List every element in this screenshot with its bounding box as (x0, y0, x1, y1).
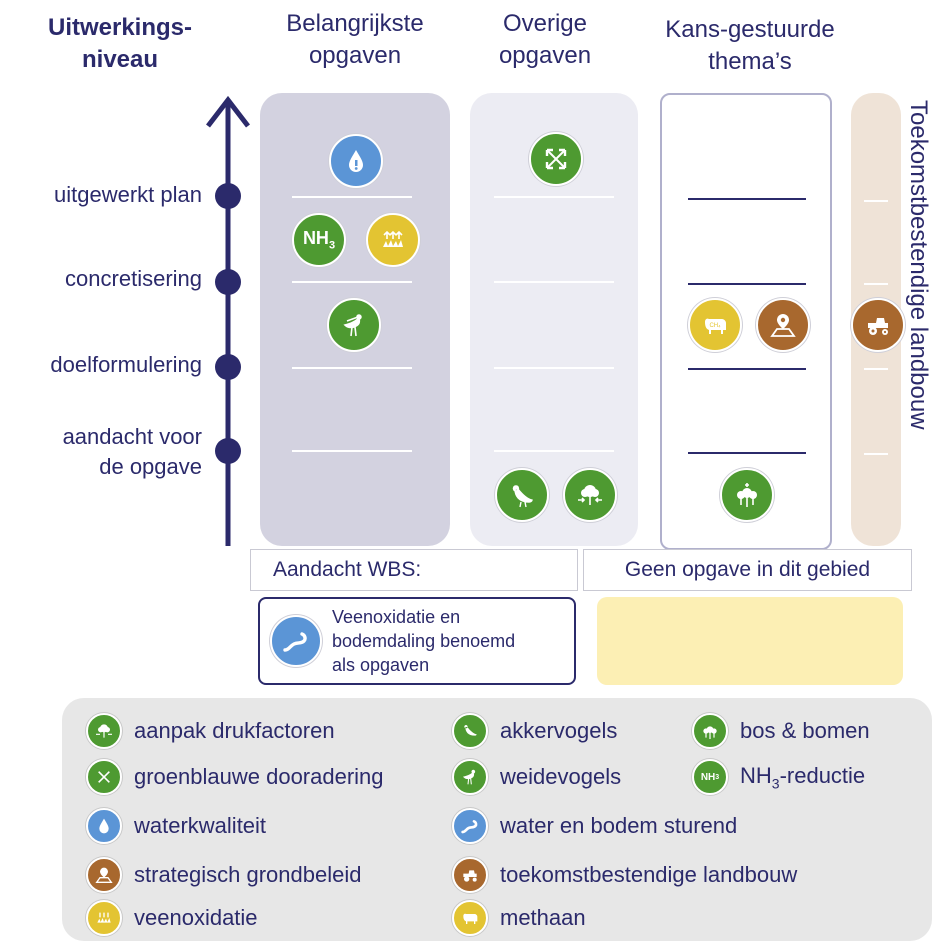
legend-label: NH3-reductie (740, 763, 865, 791)
level-label-aandacht: aandacht voor de opgave (62, 424, 202, 479)
legend-label: bos & bomen (740, 718, 870, 743)
legend-item-water-bodem-sturend: water en bodem sturend (452, 808, 737, 844)
divider (292, 281, 412, 283)
level-dot-uitgewerkt-plan (215, 183, 241, 209)
groenblauwe-dooradering-icon (86, 759, 122, 795)
legend-item-waterkwaliteit: waterkwaliteit (86, 808, 266, 844)
divider (494, 281, 614, 283)
header-toekomstbestendige-landbouw-text: Toekomstbestendige landbouw (905, 100, 932, 430)
legend-label-nh3: NH (740, 762, 772, 788)
akkervogels-icon (452, 713, 488, 749)
bos-bomen-icon (692, 713, 728, 749)
legend-label: toekomstbestendige landbouw (500, 862, 798, 887)
divider (864, 368, 888, 370)
legend-label: water en bodem sturend (500, 813, 738, 838)
veenoxidatie-icon (366, 213, 420, 267)
legend-item-akkervogels: akkervogels (452, 713, 617, 749)
strategisch-grondbeleid-icon (86, 857, 122, 893)
level-dot-concretisering (215, 269, 241, 295)
nh3-small-subscript: 3 (715, 773, 720, 781)
methaan-icon: CH₄ (688, 298, 742, 352)
header-uitwerkingsniveau: Uitwerkings- niveau (47, 14, 193, 73)
legend-label-nh3-sub: 3 (771, 775, 780, 792)
toekomstbestendige-landbouw-icon (452, 857, 488, 893)
nh3-reductie-icon: NH3 (292, 213, 346, 267)
aanpak-drukfactoren-icon (563, 468, 617, 522)
level-dot-doelformulering (215, 354, 241, 380)
level-dot-aandacht (215, 438, 241, 464)
legend-item-weidevogels: weidevogels (452, 759, 621, 795)
toekomstbestendige-landbouw-icon (851, 298, 905, 352)
methaan-icon (452, 900, 488, 936)
wbs-note-box: Veenoxidatie en bodemdaling benoemd als … (258, 597, 576, 685)
wbs-aandacht-text: Aandacht WBS: (273, 558, 422, 581)
akkervogels-icon (495, 468, 549, 522)
legend-item-groenblauwe-dooradering: groenblauwe dooradering (86, 759, 384, 795)
legend-label: aanpak drukfactoren (134, 718, 335, 743)
legend-label: veenoxidatie (134, 905, 258, 930)
divider (864, 283, 888, 285)
nh3-subscript: 3 (328, 239, 336, 252)
legend-label: waterkwaliteit (134, 813, 267, 838)
legend-item-aanpak-drukfactoren: aanpak drukfactoren (86, 713, 335, 749)
divider (688, 198, 806, 200)
water-bodem-sturend-icon (452, 808, 488, 844)
wbs-geen-opgave-text: Geen opgave in dit gebied (624, 558, 871, 581)
weidevogels-icon (452, 759, 488, 795)
wbs-note-text: Veenoxidatie en bodemdaling benoemd als … (332, 607, 516, 675)
legend-label: strategisch grondbeleid (134, 862, 362, 887)
header-belangrijkste-opgaven: Belangrijkste opgaven (286, 10, 424, 69)
divider (688, 452, 806, 454)
veenoxidatie-icon (86, 900, 122, 936)
level-label-uitgewerkt-plan: uitgewerkt plan (54, 182, 202, 207)
bos-bomen-icon (720, 468, 774, 522)
divider (292, 450, 412, 452)
legend-item-veenoxidatie: veenoxidatie (86, 900, 258, 936)
divider (864, 453, 888, 455)
level-label-concretisering: concretisering (65, 266, 202, 291)
wbs-aandacht-label: Aandacht WBS: (250, 549, 578, 591)
level-label-doelformulering: doelformulering (50, 352, 202, 377)
divider (688, 368, 806, 370)
ch4-text: CH₄ (709, 323, 721, 329)
nh3-small-text: NH (700, 771, 716, 783)
legend-item-methaan: methaan (452, 900, 586, 936)
legend-item-strategisch-grondbeleid: strategisch grondbeleid (86, 857, 361, 893)
legend-label: akkervogels (500, 718, 618, 743)
wbs-empty-yellow-box (597, 597, 903, 685)
legend-label: groenblauwe dooradering (134, 764, 384, 789)
legend-panel (62, 698, 932, 941)
divider (688, 283, 806, 285)
header-kans-gestuurde-themas: Kans-gestuurde thema’s (665, 16, 835, 75)
divider (494, 367, 614, 369)
strategisch-grondbeleid-icon (756, 298, 810, 352)
divider (292, 196, 412, 198)
weidevogels-icon (327, 298, 381, 352)
legend-item-bos-bomen: bos & bomen (692, 713, 870, 749)
divider (292, 367, 412, 369)
waterkwaliteit-icon (86, 808, 122, 844)
divider (494, 450, 614, 452)
level-axis-arrow (206, 95, 250, 546)
legend-item-toekomstbestendige-landbouw: toekomstbestendige landbouw (452, 857, 797, 893)
divider (494, 196, 614, 198)
legend-label-nh3-suffix: -reductie (779, 762, 866, 788)
aanpak-drukfactoren-icon (86, 713, 122, 749)
wbs-geen-opgave-label: Geen opgave in dit gebied (583, 549, 912, 591)
legend-label: weidevogels (500, 764, 622, 789)
header-overige-opgaven: Overige opgaven (498, 10, 592, 69)
water-bodem-sturend-icon (270, 615, 322, 667)
divider (864, 200, 888, 202)
groenblauwe-dooradering-icon (529, 132, 583, 186)
waterkwaliteit-icon (329, 134, 383, 188)
legend-label: methaan (500, 905, 586, 930)
header-toekomstbestendige-landbouw: Toekomstbestendige landbouw (898, 100, 938, 480)
nh3-text: NH (302, 228, 329, 249)
